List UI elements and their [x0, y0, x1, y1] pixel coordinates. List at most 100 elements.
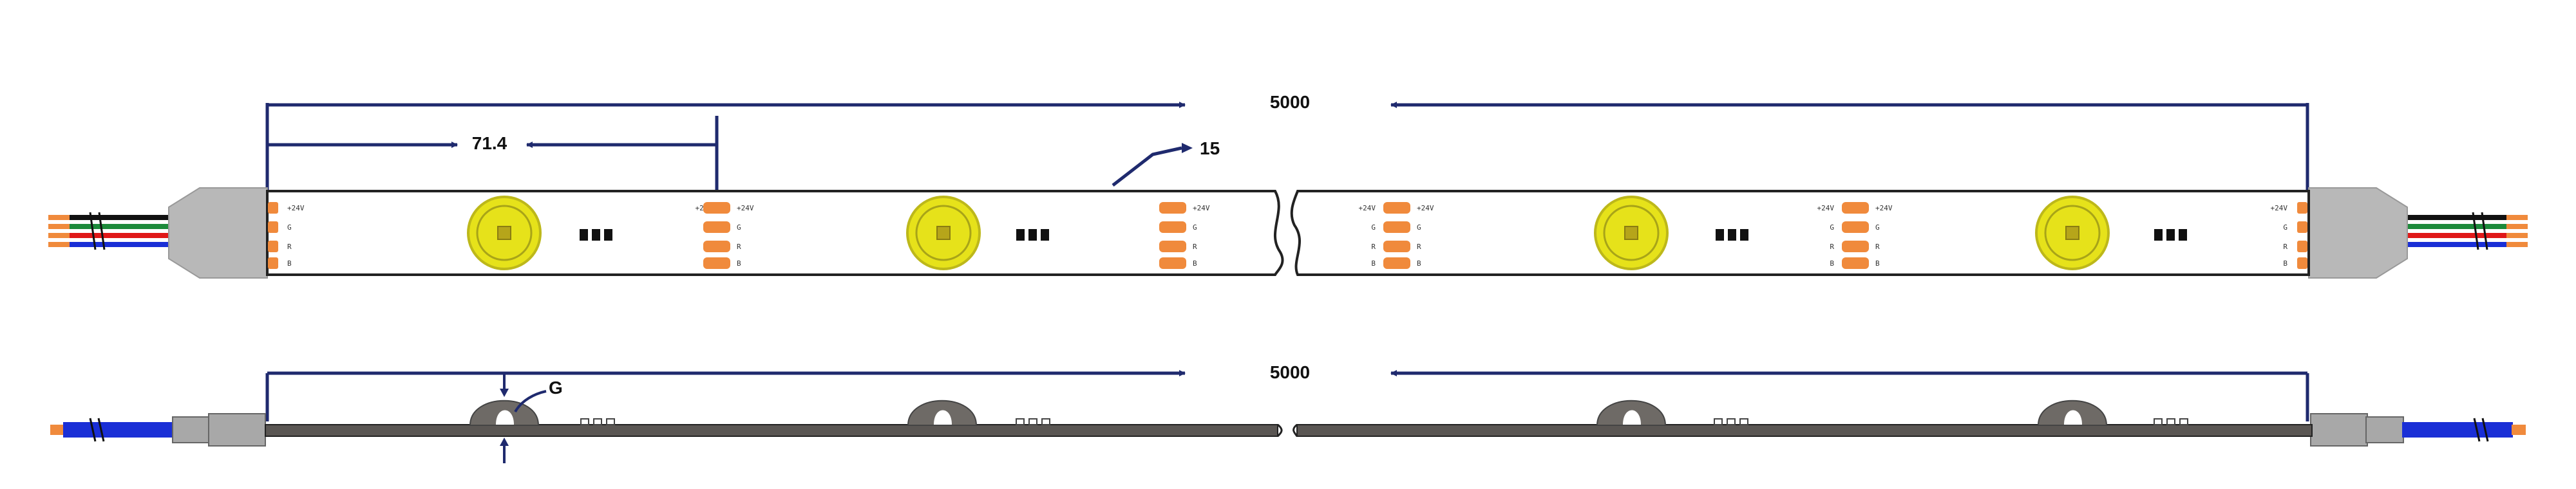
right-wire-bundle [2407, 212, 2528, 250]
pad [2297, 257, 2307, 269]
pad [1383, 221, 1410, 233]
led-3 [1594, 196, 1669, 270]
pad-label-r: R [1830, 243, 1834, 251]
pad-label-b: B [1193, 259, 1197, 268]
side-led-4 [2037, 400, 2108, 426]
strip-width-label: 15 [1200, 138, 1220, 158]
pad-label-voltage: +24V [1817, 204, 1835, 212]
left-end-pads: +24V G R B [268, 202, 305, 269]
ic-chip-4 [2154, 229, 2187, 241]
pad-label-g: G [2283, 223, 2287, 232]
left-end-connector [168, 187, 268, 279]
strip-body-left [266, 190, 1284, 276]
pad-label-voltage: +24V [1193, 204, 1210, 212]
overall-length-dimension [265, 102, 2309, 196]
pad [703, 221, 730, 233]
side-strip-body-right [1296, 424, 2313, 437]
side-break-left [1276, 423, 1283, 438]
pad [1159, 241, 1186, 252]
right-end-pads: +24V G R B [2271, 202, 2307, 269]
pad-label-r: R [2283, 243, 2287, 251]
pad-label-voltage: +24V [1875, 204, 1893, 212]
left-side-cable [50, 413, 266, 447]
pad [2297, 202, 2307, 214]
pad [1383, 241, 1410, 252]
pad [1842, 257, 1869, 269]
pad-label-voltage: +24V [2271, 204, 2288, 212]
pad [2297, 241, 2307, 252]
pad-label-b: B [737, 259, 741, 268]
pad [268, 221, 278, 233]
pad-label-r: R [1371, 243, 1376, 251]
pad-label-voltage: +24V [737, 204, 754, 212]
side-led-1 [469, 400, 540, 426]
pad-label-voltage: +24V [287, 204, 305, 212]
side-break-right [1293, 423, 1298, 437]
overall-length-label: 5000 [1270, 92, 1310, 112]
side-length-dimension [265, 370, 2309, 421]
led-2 [906, 196, 981, 270]
pad [268, 241, 278, 252]
top-view: 5000 71.4 15 [48, 92, 2528, 279]
height-label: G [549, 378, 563, 398]
pad-label-b: B [1875, 259, 1880, 268]
height-arrow-top [500, 389, 509, 397]
right-side-cable [2310, 413, 2526, 447]
pad [1842, 221, 1869, 233]
pad-label-b: B [2283, 259, 2287, 268]
pad-label-g: G [737, 223, 741, 232]
pad-label-r: R [737, 243, 741, 251]
left-wire-bundle [48, 212, 169, 250]
pad [268, 202, 278, 214]
pad-label-g: G [1417, 223, 1421, 232]
side-components-1 [580, 418, 615, 425]
pad [1159, 221, 1186, 233]
ic-chip-3 [1716, 229, 1748, 241]
pad-label-r: R [1417, 243, 1421, 251]
cut-pad-group-1: +24V G R B +24V G R B [696, 202, 754, 269]
pad [1159, 257, 1186, 269]
pad-label-g: G [1193, 223, 1197, 232]
pad-label-r: R [1875, 243, 1880, 251]
height-dimension [503, 372, 547, 463]
pad [2297, 221, 2307, 233]
pad-label-r: R [287, 243, 292, 251]
pad [703, 257, 730, 269]
pad-label-voltage: +24V [1359, 204, 1376, 212]
pad-label-b: B [1371, 259, 1376, 268]
pad-label-b: B [287, 259, 292, 268]
pad-label-voltage: +24V [1417, 204, 1434, 212]
side-strip-body-left [265, 424, 1278, 437]
ic-chip-1 [580, 229, 612, 241]
pad-label-g: G [1371, 223, 1376, 232]
pad-label-g: G [1875, 223, 1880, 232]
pad [703, 202, 730, 214]
led-1 [467, 196, 542, 270]
pad [1159, 202, 1186, 214]
led-pitch-label: 71.4 [472, 133, 507, 153]
pad [1842, 241, 1869, 252]
right-end-connector [2308, 187, 2408, 279]
strip-width-arrowhead [1182, 143, 1193, 153]
cut-pad-group-2: +24V G R B [1159, 202, 1210, 269]
pad [268, 257, 278, 269]
ic-chip-2 [1016, 229, 1049, 241]
side-led-2 [907, 400, 978, 426]
side-components-3 [1714, 418, 1748, 425]
side-view: 5000 [50, 362, 2526, 463]
led-pitch-dimension [267, 116, 719, 190]
pad [703, 241, 730, 252]
height-arrow-bottom [500, 438, 509, 446]
side-components-4 [2154, 418, 2188, 425]
pad [1842, 202, 1869, 214]
cut-pad-group-3: +24V G R B +24V G R B [1359, 202, 1434, 269]
side-length-label: 5000 [1270, 362, 1310, 382]
pad-label-r: R [1193, 243, 1197, 251]
side-components-2 [1016, 418, 1050, 425]
pad-label-b: B [1830, 259, 1834, 268]
cut-pad-group-4: +24V G R B +24V G R B [1817, 202, 1893, 269]
pad-label-b: B [1417, 259, 1421, 268]
pad-label-g: G [287, 223, 292, 232]
pad-label-g: G [1830, 223, 1834, 232]
